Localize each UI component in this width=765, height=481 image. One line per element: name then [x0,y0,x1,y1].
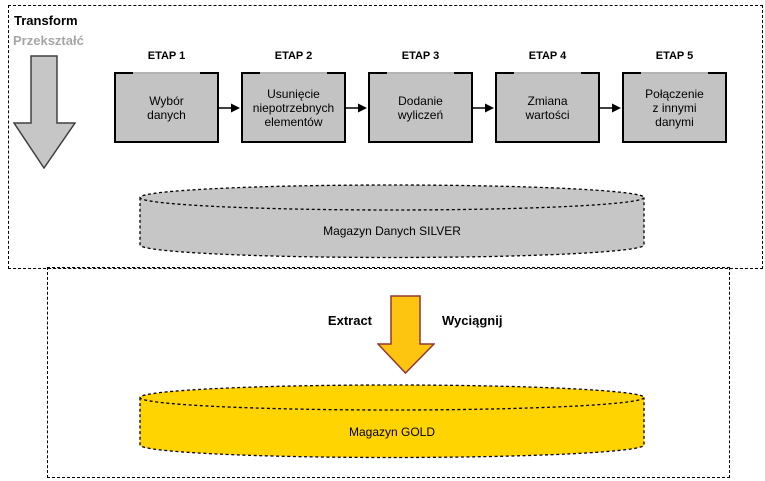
stage-3-text: Dodanie wyliczeń [397,93,444,122]
extract-subtitle: Wyciągnij [442,313,503,328]
stage-etap-3: ETAP 3 Dodanie wyliczeń [368,50,473,143]
stage-etap-5: ETAP 5 Połączenie z innymi danymi [622,50,727,143]
flow-arrow-icon [219,103,240,113]
transform-subtitle: Przekształć [13,33,84,48]
gold-warehouse-cylinder-icon [139,384,645,459]
flow-arrow-icon [600,103,621,113]
stage-1-label: ETAP 1 [147,50,186,62]
stage-etap-1: ETAP 1 Wybór danych [114,50,219,143]
etl-stage-flow: ETAP 1 Wybór danych ETAP 2 Usunięcie nie… [114,50,727,143]
transform-section-container [8,5,763,269]
stage-5-text: Połączenie z innymi danymi [645,86,704,129]
stage-4-text: Zmiana wartości [525,93,570,122]
stage-4-label: ETAP 4 [528,50,567,62]
flow-arrow-icon [346,103,367,113]
stage-1-box: Wybór danych [114,72,219,143]
stage-etap-4: ETAP 4 Zmiana wartości [495,50,600,143]
stage-3-box: Dodanie wyliczeń [368,72,473,143]
transform-title: Transform [14,13,78,28]
gold-warehouse-label: Magazyn GOLD [348,425,436,439]
stage-2-label: ETAP 2 [274,50,313,62]
stage-5-label: ETAP 5 [655,50,694,62]
stage-4-box: Zmiana wartości [495,72,600,143]
flow-arrow-icon [473,103,494,113]
stage-1-text: Wybór danych [147,93,186,122]
stage-5-box: Połączenie z innymi danymi [622,72,727,143]
silver-warehouse-cylinder-icon [139,184,645,259]
extract-down-arrow-icon [377,295,435,375]
transform-down-arrow-icon [13,55,76,169]
extract-title: Extract [327,313,372,328]
extract-section-container [47,267,730,478]
stage-etap-2: ETAP 2 Usunięcie niepotrzebnych elementó… [241,50,346,143]
stage-3-label: ETAP 3 [401,50,440,62]
stage-2-box: Usunięcie niepotrzebnych elementów [241,72,346,143]
silver-warehouse-label: Magazyn Danych SILVER [323,224,461,238]
stage-2-text: Usunięcie niepotrzebnych elementów [252,86,335,129]
